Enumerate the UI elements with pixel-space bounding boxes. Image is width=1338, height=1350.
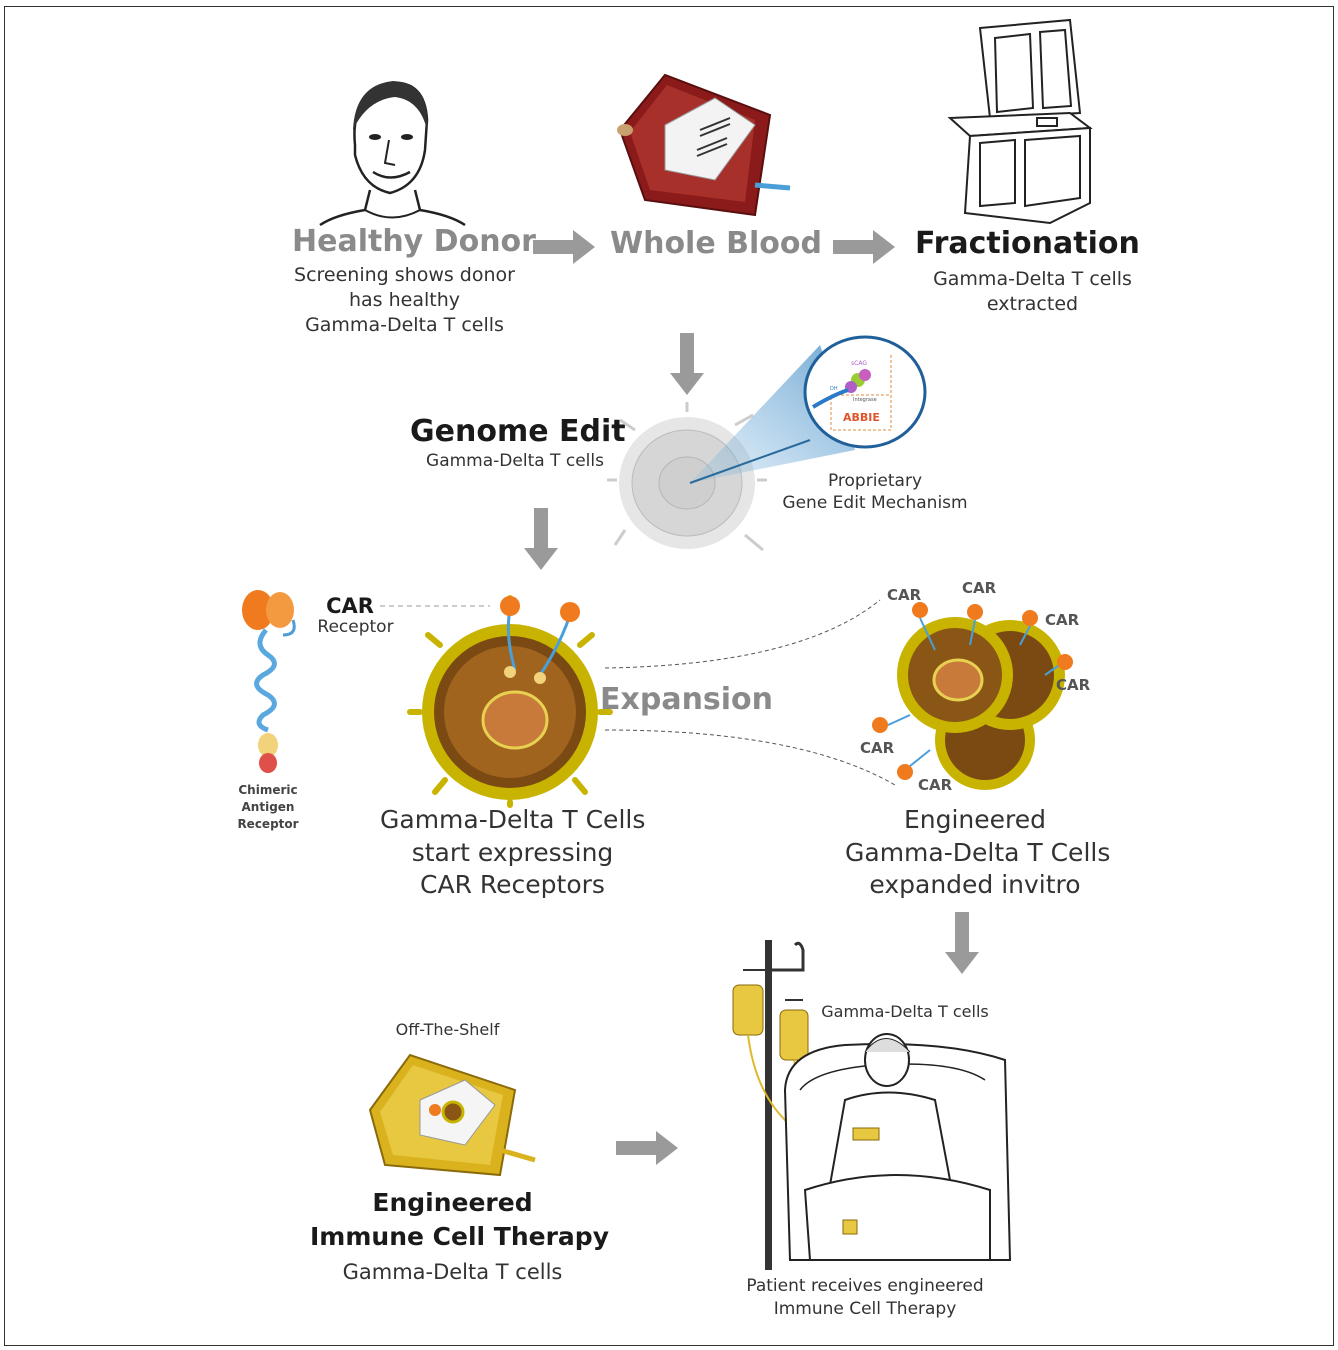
car-tag-4: CAR [1056, 676, 1091, 694]
car-tag-3: CAR [1045, 611, 1080, 629]
healthy-donor-illustration [319, 81, 466, 227]
fractionation-desc-2: extracted [986, 293, 1079, 315]
infusion-label: Gamma-Delta T cells [821, 1002, 989, 1021]
expansion-connector-lines [604, 599, 896, 786]
whole-blood-title: Whole Blood [610, 226, 822, 261]
car-receptor-subtitle: Receptor [317, 617, 394, 637]
genome-edit-desc: Gamma-Delta T cells [426, 451, 604, 471]
fractionation-machine-illustration [947, 18, 1093, 225]
inset-label-integrase: Integrase [853, 397, 877, 403]
healthy-donor-desc-1: Screening shows donor [294, 264, 515, 286]
fractionation-title: Fractionation [915, 226, 1140, 261]
car-tag-1: CAR [887, 586, 922, 604]
expressing-desc-3: CAR Receptors [420, 870, 605, 899]
healthy-donor-desc-2: has healthy [348, 289, 460, 311]
arrow-right-icon [833, 230, 895, 264]
therapy-desc: Gamma-Delta T cells [342, 1260, 563, 1284]
healthy-donor-desc-3: Gamma-Delta T cells [305, 314, 504, 336]
car-receptor-title: CAR [326, 594, 374, 618]
car-tag-2: CAR [962, 579, 997, 597]
arrow-down-icon [670, 333, 704, 395]
mechanism-desc-1: Proprietary [827, 471, 923, 491]
inset-label-abbie: ABBIE [843, 411, 880, 424]
engineered-desc-1: Engineered [903, 805, 1047, 834]
inset-label-dh: DH [830, 386, 838, 392]
patient-infusion-illustration [732, 940, 1012, 1270]
arrow-down-icon [524, 508, 558, 570]
mechanism-desc-2: Gene Edit Mechanism [782, 493, 968, 513]
car-t-cell-illustration [407, 595, 613, 808]
engineered-desc-3: expanded invitro [869, 870, 1081, 899]
chimeric-antigen-receptor-label-2: Antigen [241, 800, 295, 814]
inset-label-scag: sCAG [851, 360, 867, 367]
engineered-desc-2: Gamma-Delta T Cells [845, 838, 1111, 867]
figure-frame [4, 6, 1334, 1346]
arrow-down-icon [945, 912, 979, 974]
arrow-right-icon [616, 1131, 678, 1165]
expanded-car-t-cells-illustration [872, 602, 1073, 790]
car-tag-5: CAR [860, 739, 895, 757]
off-the-shelf-tag: Off-The-Shelf [395, 1020, 500, 1039]
chimeric-antigen-receptor-label-1: Chimeric [238, 783, 298, 797]
expressing-desc-1: Gamma-Delta T Cells [380, 805, 646, 834]
therapy-title-1: Engineered [372, 1188, 533, 1217]
gray-t-cell-illustration [607, 402, 767, 552]
expressing-desc-2: start expressing [411, 838, 614, 867]
arrow-right-icon [533, 230, 595, 264]
car-leader-line [380, 605, 490, 607]
car-receptor-diagram [242, 590, 296, 773]
car-tag-6: CAR [918, 776, 953, 794]
expansion-title: Expansion [600, 682, 774, 717]
healthy-donor-title: Healthy Donor [292, 224, 536, 259]
chimeric-antigen-receptor-label-3: Receptor [237, 817, 299, 831]
fractionation-desc-1: Gamma-Delta T cells [933, 268, 1132, 290]
gene-edit-inset: sCAG DH Integrase ABBIE [803, 335, 927, 449]
whole-blood-bag-illustration [617, 73, 791, 217]
infusion-desc-2: Immune Cell Therapy [773, 1299, 957, 1319]
therapy-bag-illustration [368, 1053, 536, 1177]
genome-edit-title: Genome Edit [410, 414, 626, 449]
therapy-title-2: Immune Cell Therapy [310, 1222, 609, 1251]
infusion-desc-1: Patient receives engineered [746, 1276, 984, 1296]
